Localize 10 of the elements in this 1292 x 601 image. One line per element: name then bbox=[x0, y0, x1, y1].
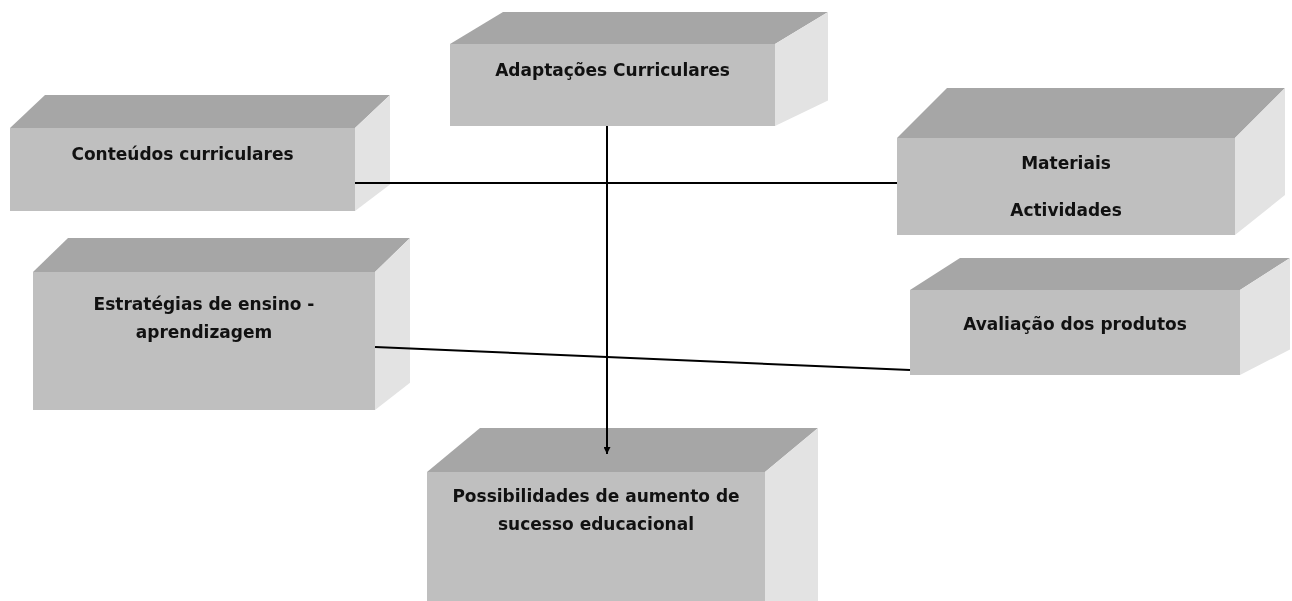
box-label: Conteúdos curriculares bbox=[71, 143, 294, 166]
box-label: Estratégias de ensino - aprendizagem bbox=[92, 293, 316, 345]
arrow bbox=[603, 125, 611, 455]
box-label: Materiais bbox=[1021, 152, 1111, 176]
connector-line bbox=[374, 346, 911, 371]
box-label: Possibilidades de aumento de sucesso educacional bbox=[451, 485, 741, 537]
connector-line bbox=[354, 182, 898, 184]
box-label: Actividades bbox=[1010, 198, 1122, 222]
box-label: Adaptações Curriculares bbox=[495, 59, 730, 82]
box-label: Avaliação dos produtos bbox=[963, 313, 1187, 336]
